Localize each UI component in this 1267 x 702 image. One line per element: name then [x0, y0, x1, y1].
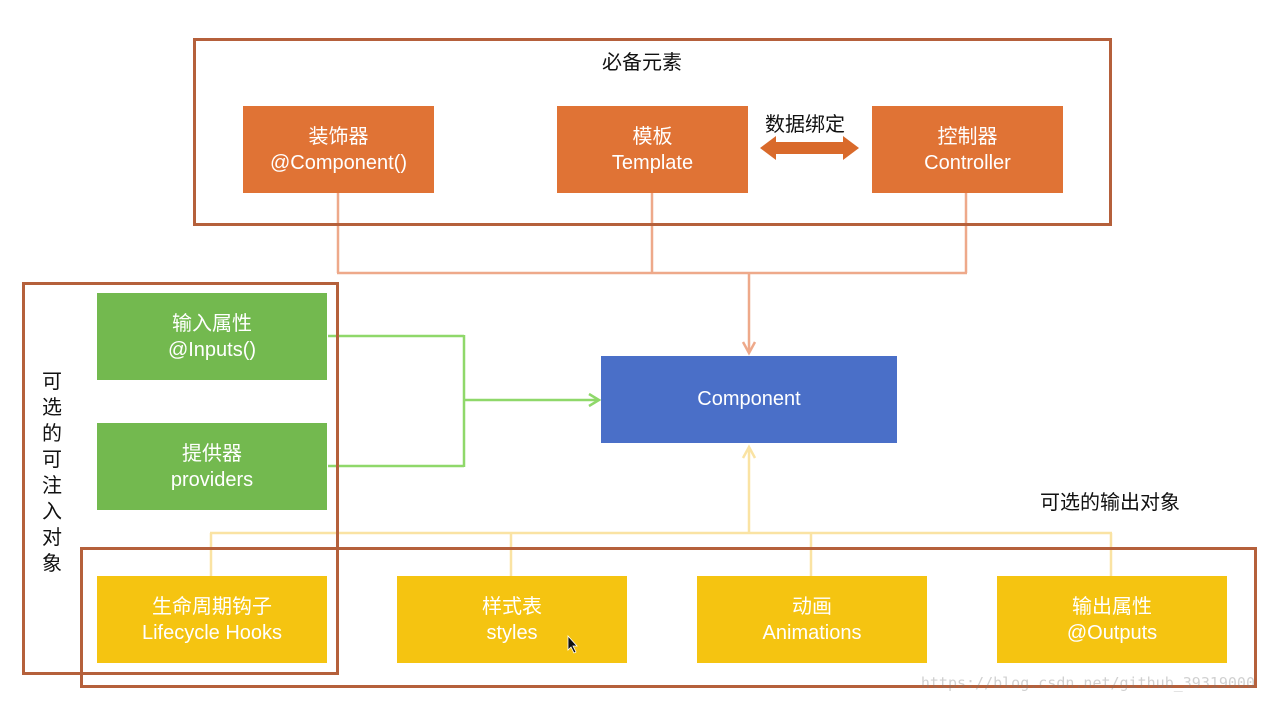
required-elements-title: 必备元素	[602, 50, 682, 74]
providers-sublabel: providers	[170, 468, 254, 491]
controller-sublabel: Controller	[924, 151, 1011, 174]
decorator-label: 装饰器	[308, 123, 369, 148]
data-binding-arrow	[760, 136, 859, 160]
output-connector	[209, 444, 1113, 576]
animations-sublabel: Animations	[762, 621, 862, 644]
data-binding-label: 数据绑定	[765, 112, 845, 136]
controller-label: 控制器	[937, 123, 998, 148]
decorator-box: 装饰器 @Component()	[243, 106, 434, 193]
inputs-box: 输入属性 @Inputs()	[97, 293, 327, 380]
inject-connector	[328, 334, 602, 468]
providers-label: 提供器	[182, 440, 242, 465]
outputs-label: 输出属性	[1072, 593, 1152, 618]
optional-inject-title: 可选的可注入对象	[42, 369, 62, 575]
template-label: 模板	[632, 123, 673, 148]
animations-label: 动画	[792, 593, 832, 618]
styles-sublabel: styles	[486, 621, 538, 644]
optional-output-title: 可选的输出对象	[1040, 490, 1180, 514]
outputs-box: 输出属性 @Outputs	[997, 576, 1227, 663]
required-connector	[336, 193, 968, 356]
lifecycle-sublabel: Lifecycle Hooks	[141, 621, 283, 644]
template-sublabel: Template	[611, 151, 694, 174]
optional-inject-frame	[22, 282, 339, 675]
controller-box: 控制器 Controller	[872, 106, 1063, 193]
component-box: Component	[601, 356, 897, 443]
styles-label: 样式表	[482, 593, 542, 618]
component-label: Component	[697, 388, 801, 410]
styles-box: 样式表 styles	[397, 576, 627, 663]
providers-box: 提供器 providers	[97, 423, 327, 510]
lifecycle-box: 生命周期钩子 Lifecycle Hooks	[97, 576, 327, 663]
lifecycle-label: 生命周期钩子	[152, 593, 272, 618]
outputs-sublabel: @Outputs	[1066, 621, 1158, 644]
inputs-sublabel: @Inputs()	[167, 338, 257, 361]
animations-box: 动画 Animations	[697, 576, 927, 663]
watermark-text: https://blog.csdn.net/github_39319000	[920, 674, 1255, 692]
template-box: 模板 Template	[557, 106, 748, 193]
required-elements-frame	[193, 38, 1112, 226]
decorator-sublabel: @Component()	[269, 151, 408, 174]
optional-output-frame	[80, 547, 1257, 688]
inputs-label: 输入属性	[172, 310, 252, 335]
